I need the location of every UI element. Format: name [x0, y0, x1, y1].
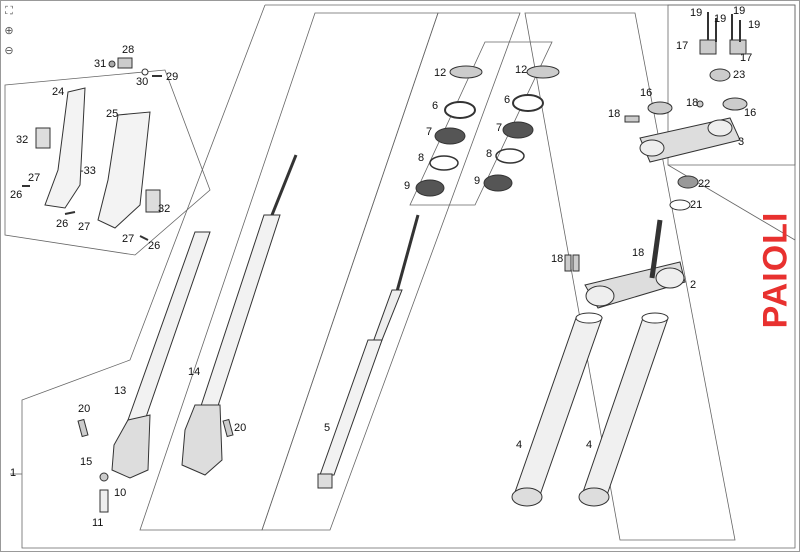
lower-triple-clamp	[584, 219, 686, 309]
callout-9-right: 9	[474, 175, 481, 187]
callout-27-b: 27	[78, 221, 91, 233]
callout-9-left: 9	[404, 180, 411, 192]
guard-clip-left	[35, 127, 51, 149]
callout-13: 13	[114, 385, 127, 397]
callout-16-left: 16	[640, 87, 653, 99]
damper-cartridge	[317, 214, 420, 489]
callout-14: 14	[188, 366, 201, 378]
callout-8-left: 8	[418, 152, 425, 164]
callout-12-right: 12	[515, 64, 528, 76]
callout-27-a: 27	[28, 172, 41, 184]
panel-inner-tubes	[524, 12, 736, 541]
guard-clip-right	[145, 189, 161, 213]
callout-17-left: 17	[676, 40, 689, 52]
callout-23: 23	[733, 69, 746, 81]
callout-4-right: 4	[586, 439, 593, 451]
callout-19-d: 19	[748, 19, 761, 31]
panel-guards	[4, 69, 211, 256]
callout-24: 24	[52, 86, 65, 98]
callout-21: 21	[690, 199, 703, 211]
callout-17-right: 17	[740, 52, 753, 64]
inner-tube-right	[578, 312, 669, 507]
callout-22: 22	[698, 178, 711, 190]
fit-to-screen-icon[interactable]: ⛶	[5, 5, 13, 17]
callout-10: 10	[114, 487, 127, 499]
callout-18-stem: 18	[632, 247, 645, 259]
zoom-out-icon[interactable]: ⊖	[4, 45, 14, 57]
callout-19-a: 19	[690, 7, 703, 19]
upper-triple-clamp	[639, 117, 741, 163]
callout-20-left: 20	[78, 403, 91, 415]
callout-1: 1	[10, 467, 17, 479]
callout-19-b: 19	[714, 13, 727, 25]
callout-6-left: 6	[432, 100, 439, 112]
callout-27-c: 27	[122, 233, 135, 245]
callout-26-right: 26	[148, 240, 161, 252]
brand-logo: PAIOLI	[756, 208, 795, 332]
panel-seals	[409, 41, 553, 206]
callout-26-mid: 26	[56, 218, 69, 230]
callout-18-upper: 18	[686, 97, 699, 109]
callout-5: 5	[324, 422, 331, 434]
callout-28: 28	[122, 44, 135, 56]
callout-31: 31	[94, 58, 107, 70]
callout-7-left: 7	[426, 126, 433, 138]
callout-15: 15	[80, 456, 93, 468]
callout-3: 3	[738, 136, 745, 148]
fork-guard-right	[97, 111, 151, 229]
callout-2: 2	[690, 279, 697, 291]
callout-32-right: 32	[158, 203, 171, 215]
callout-8-right: 8	[486, 148, 493, 160]
callout-7-right: 7	[496, 122, 503, 134]
callout-30: 30	[136, 76, 149, 88]
callout-20-right: 20	[234, 422, 247, 434]
callout-33: -33	[80, 165, 96, 177]
callout-18-left: 18	[608, 108, 621, 120]
callout-6-right: 6	[504, 94, 511, 106]
callout-26-left: 26	[10, 189, 23, 201]
panel-cartridge	[261, 12, 521, 531]
callout-11: 11	[92, 517, 104, 529]
callout-12-left: 12	[434, 67, 447, 79]
callout-18-lower: 18	[551, 253, 564, 265]
callout-29: 29	[166, 71, 179, 83]
outer-tube-left	[111, 231, 211, 479]
callout-25: 25	[106, 108, 119, 120]
brand-text: PAIOLI	[756, 211, 795, 329]
callout-16-right: 16	[744, 107, 757, 119]
callout-19-c: 19	[733, 5, 746, 17]
callout-32-left: 32	[16, 134, 29, 146]
fork-guard-left	[44, 87, 86, 209]
outer-tube-right	[181, 154, 298, 476]
inner-tube-left	[511, 312, 603, 507]
zoom-in-icon[interactable]: ⊕	[4, 25, 14, 37]
callout-4-left: 4	[516, 439, 523, 451]
